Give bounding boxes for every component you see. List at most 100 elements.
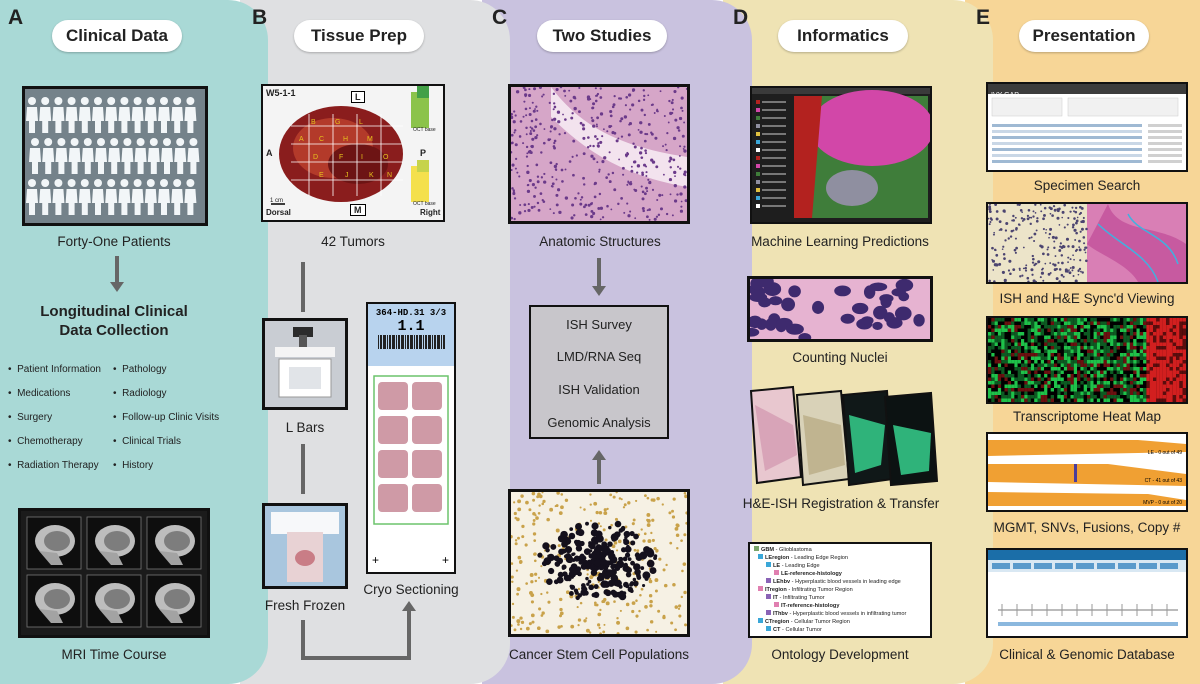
ontology-swatch-icon <box>754 546 759 551</box>
cryo-slide-image: 364-HD.31 3/3 1.1 + + <box>366 302 456 574</box>
ontology-item[interactable]: LE - Leading Edge <box>754 562 930 570</box>
ontology-code: LEhbv <box>773 579 791 585</box>
machine-learning-caption: Machine Learning Predictions <box>751 234 929 249</box>
fresh-loop-arrow-head-icon <box>402 601 416 611</box>
specimen-label-right: Right <box>420 208 441 217</box>
l-bars-mold <box>265 321 345 407</box>
ontology-text: - Cellular Tumor Region <box>789 619 850 625</box>
anatomic-structures-image <box>508 84 690 224</box>
heat-map-caption: Transcriptome Heat Map <box>1012 409 1162 424</box>
tissue-sections: + + <box>372 375 449 567</box>
chevron-d-to-e-icon <box>955 333 969 351</box>
ish-he-sync-caption: ISH and H&E Sync'd Viewing <box>999 291 1175 306</box>
bullet-text: Pathology <box>122 364 167 375</box>
database-caption: Clinical & Genomic Database <box>999 647 1175 662</box>
ontology-item[interactable]: ITregion - Infiltrating Tumor Region <box>754 586 930 594</box>
ontology-swatch-icon <box>758 554 763 559</box>
bullet-text: Surgery <box>17 412 53 423</box>
svg-text:N: N <box>387 172 392 179</box>
workflow-step-1: ISH Survey <box>566 317 632 332</box>
cryo-sectioning-caption: Cryo Sectioning <box>363 582 459 597</box>
svg-text:G: G <box>335 119 340 126</box>
svg-text:H: H <box>343 136 348 143</box>
workflow-step-2: LMD/RNA Seq <box>556 349 642 364</box>
bullet-text: History <box>122 460 154 471</box>
svg-text:E: E <box>319 172 324 179</box>
svg-text:+: + <box>372 553 379 567</box>
fresh-frozen-caption: Fresh Frozen <box>264 598 346 613</box>
ontology-item[interactable]: LEregion - Leading Edge Region <box>754 554 930 562</box>
specimen-label-a: A <box>266 148 273 158</box>
ontology-item[interactable]: LEhbv - Hyperplastic blood vessels in le… <box>754 578 930 586</box>
chevron-c-to-d-icon <box>712 333 726 351</box>
ontology-item[interactable]: LE-reference-histology <box>754 570 930 578</box>
sync-viewer <box>988 204 1186 282</box>
bullet-right-1: • Radiology <box>113 388 167 399</box>
mri-caption: MRI Time Course <box>61 647 167 662</box>
specimen-label-p: P <box>420 148 427 158</box>
panel-b-letter: B <box>252 6 268 29</box>
mri-scans <box>21 511 207 635</box>
machine-learning-image <box>750 86 932 224</box>
ish-stain-texture <box>511 492 687 634</box>
ontology-item[interactable]: IT-reference-histology <box>754 602 930 610</box>
ontology-caption: Ontology Development <box>771 647 909 662</box>
ontology-swatch-icon <box>766 578 771 583</box>
ontology-code: IThbv <box>773 611 788 617</box>
mgmt-tracks <box>988 434 1186 510</box>
specimen-label-m: M <box>350 204 366 216</box>
fresh-frozen-block <box>265 506 345 586</box>
tumors-to-lbars-line <box>301 262 305 312</box>
fresh-loop-line-up <box>407 610 411 660</box>
bullet-left-4: • Radiation Therapy <box>8 460 99 471</box>
fresh-frozen-image <box>262 503 348 589</box>
stem-arrow-line <box>597 460 601 484</box>
barcode-icon <box>378 335 445 349</box>
bullet-right-2: • Follow-up Clinic Visits <box>113 412 219 423</box>
bullet-text: Patient Information <box>17 364 101 375</box>
fresh-loop-line-down <box>301 620 305 658</box>
counting-nuclei-caption: Counting Nuclei <box>792 350 888 365</box>
tumors-caption: 42 Tumors <box>321 234 385 249</box>
heat-map-image <box>986 316 1188 404</box>
ontology-text: - Infiltrating Tumor <box>777 595 825 601</box>
ontology-item[interactable]: CT - Cellular Tumor <box>754 626 930 634</box>
svg-text:M: M <box>367 136 373 143</box>
bullet-left-2: • Surgery <box>8 412 52 423</box>
bullet-dot-icon: • <box>8 388 18 399</box>
ontology-item[interactable]: IT - Infiltrating Tumor <box>754 594 930 602</box>
bullet-dot-icon: • <box>113 364 123 375</box>
chevron-b-to-c-icon <box>472 333 486 351</box>
panel-b-title: Tissue Prep <box>294 20 424 52</box>
search-results-table <box>991 97 1182 163</box>
ontology-item[interactable]: GBM - Glioblastoma <box>754 546 930 554</box>
slide-label-number: 1.1 <box>397 318 425 335</box>
ontology-code: LE <box>773 563 781 569</box>
ontology-text: - Glioblastoma <box>774 547 812 553</box>
bullet-right-0: • Pathology <box>113 364 167 375</box>
panel-c-title: Two Studies <box>537 20 667 52</box>
patients-caption: Forty-One Patients <box>57 234 171 249</box>
panel-a-title: Clinical Data <box>52 20 182 52</box>
l-bars-image <box>262 318 348 410</box>
bullet-text: Chemotherapy <box>17 436 83 447</box>
panel-e-letter: E <box>976 6 991 29</box>
svg-text:J: J <box>345 172 349 179</box>
ontology-item[interactable]: IThbv - Hyperplastic blood vessels in in… <box>754 610 930 618</box>
bullet-dot-icon: • <box>8 460 18 471</box>
bullet-dot-icon: • <box>8 412 18 423</box>
mri-time-course-image <box>18 508 210 638</box>
specimen-id-label: W5-1-1 <box>266 88 296 98</box>
bullet-dot-icon: • <box>8 364 18 375</box>
specimen-search-caption: Specimen Search <box>1033 178 1141 193</box>
ontology-item[interactable]: CTregion - Cellular Tumor Region <box>754 618 930 626</box>
specimen-label-dorsal: Dorsal <box>266 208 291 217</box>
patient-silhouettes <box>25 89 205 223</box>
lbars-to-fresh-line <box>301 444 305 494</box>
specimen-label-l: L <box>351 91 365 103</box>
anatomic-arrow-line <box>597 258 601 286</box>
panel-d-title: Informatics <box>778 20 908 52</box>
